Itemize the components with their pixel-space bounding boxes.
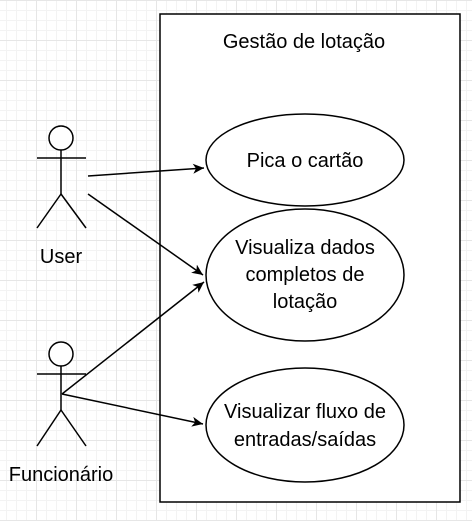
association-funcionario-visualizar-fluxo[interactable]	[61, 393, 204, 427]
actor-funcionario-label: Funcionário	[9, 464, 114, 486]
actor-right-leg	[60, 193, 87, 229]
use-case-label-line: completos de	[246, 264, 365, 286]
use-case-label-line: lotação	[273, 291, 338, 313]
association-user-pica-o-cartao[interactable]	[87, 163, 205, 177]
actor-right-leg	[60, 409, 87, 447]
use-case-label-line: Pica o cartão	[247, 150, 364, 172]
actor-user-label: User	[40, 246, 83, 268]
association-funcionario-visualiza-dados[interactable]	[61, 281, 205, 395]
use-case-visualiza-dados[interactable]: Visualiza dados completos de lotação	[205, 208, 405, 342]
actor-head	[48, 125, 74, 151]
use-case-label-line: Visualiza dados	[235, 237, 375, 259]
use-case-label-line: Visualizar fluxo de	[224, 401, 386, 423]
actor-left-leg	[36, 193, 62, 229]
actor-left-leg	[36, 409, 62, 447]
association-user-visualiza-dados[interactable]	[87, 193, 204, 276]
use-case-label-line: entradas/saídas	[234, 429, 376, 451]
actor-user[interactable]	[36, 125, 87, 229]
system-title: Gestão de lotação	[223, 31, 385, 53]
use-case-pica-o-cartao[interactable]: Pica o cartão	[205, 113, 405, 207]
actor-funcionario[interactable]	[36, 341, 87, 447]
actor-head	[48, 341, 74, 367]
use-case-visualizar-fluxo[interactable]: Visualizar fluxo de entradas/saídas	[205, 367, 405, 483]
